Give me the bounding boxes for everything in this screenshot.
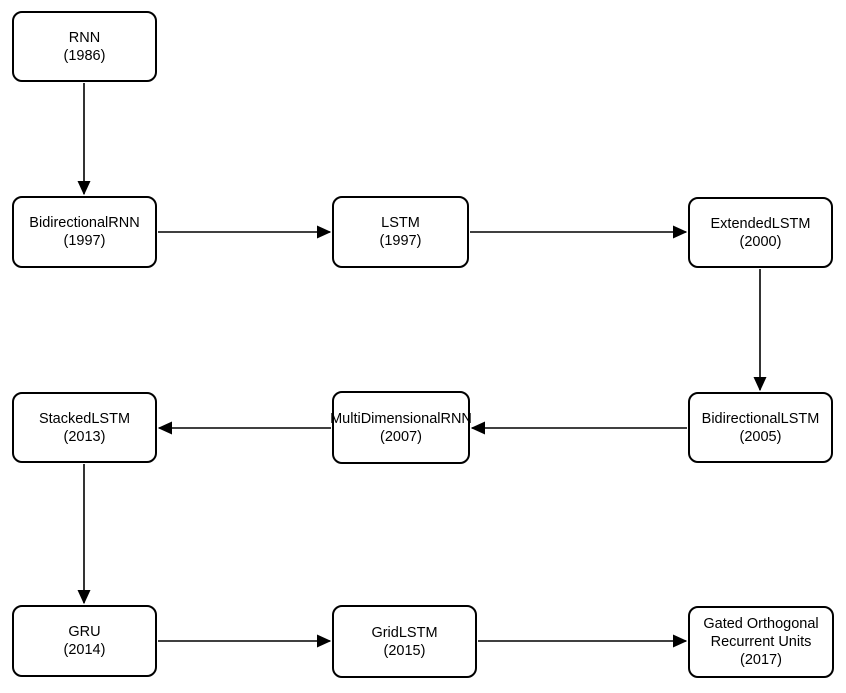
node-bidirectional-rnn: BidirectionalRNN (1997) bbox=[12, 196, 157, 268]
node-year: (2014) bbox=[63, 642, 106, 658]
node-lstm: LSTM (1997) bbox=[332, 196, 469, 268]
node-label: MultiDimensionalRNN bbox=[330, 410, 472, 427]
node-year: (2005) bbox=[739, 428, 782, 445]
node-label: RNN bbox=[68, 29, 101, 46]
node-extended-lstm: ExtendedLSTM (2000) bbox=[688, 197, 833, 268]
node-year: (2015) bbox=[383, 642, 426, 659]
node-stacked-lstm: StackedLSTM (2013) bbox=[12, 392, 157, 463]
node-gru: GRU (2014) bbox=[12, 605, 157, 677]
node-label: ExtendedLSTM bbox=[710, 215, 811, 232]
node-label: BidirectionalRNN bbox=[29, 215, 140, 231]
node-year: (2017) bbox=[740, 652, 782, 668]
node-bidirectional-lstm: BidirectionalLSTM (2005) bbox=[688, 392, 833, 463]
node-year: (2007) bbox=[380, 428, 422, 445]
node-grid-lstm: GridLSTM (2015) bbox=[332, 605, 477, 678]
node-label: LSTM bbox=[381, 215, 420, 231]
node-multi-dimensional-rnn: MultiDimensionalRNN (2007) bbox=[330, 391, 472, 464]
node-label: StackedLSTM bbox=[38, 410, 131, 427]
node-label: BidirectionalLSTM bbox=[701, 410, 820, 427]
node-year: (1986) bbox=[63, 47, 106, 64]
node-gated-orthogonal-recurrent-units: Gated Orthogonal Recurrent Units (2017) bbox=[688, 606, 834, 678]
node-year: (2000) bbox=[739, 233, 782, 250]
node-label: Gated Orthogonal Recurrent Units bbox=[703, 616, 819, 650]
node-rnn: RNN (1986) bbox=[12, 11, 157, 82]
node-label: GridLSTM bbox=[371, 624, 438, 641]
node-year: (2013) bbox=[63, 428, 106, 445]
node-label: GRU bbox=[68, 624, 101, 640]
node-year: (1997) bbox=[379, 233, 422, 249]
node-year: (1997) bbox=[63, 233, 106, 249]
